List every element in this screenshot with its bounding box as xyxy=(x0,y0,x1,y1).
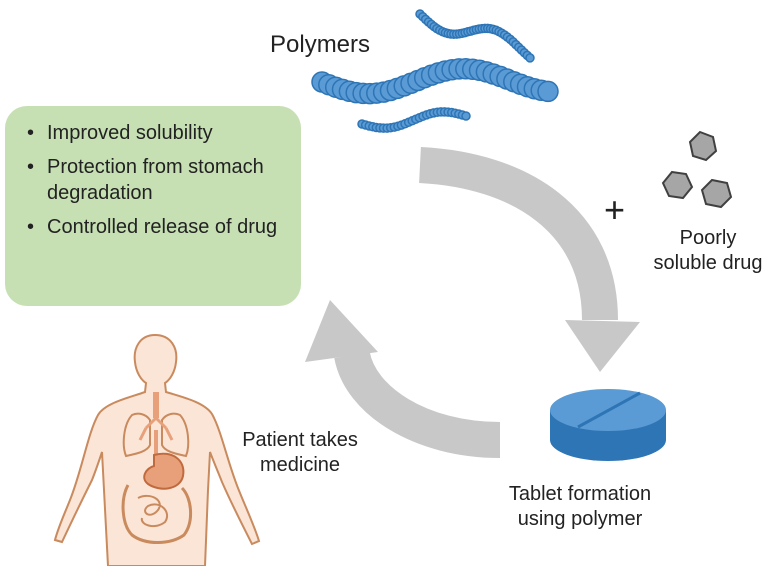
benefit-item: Protection from stomach degradation xyxy=(27,154,291,206)
tablet-formation-label: Tablet formation using polymer xyxy=(475,482,685,532)
poorly-soluble-drug-label: Poorly soluble drug xyxy=(648,226,765,276)
benefits-box: Improved solubility Protection from stom… xyxy=(5,106,301,306)
benefit-item: Controlled release of drug xyxy=(27,214,291,240)
tablet-formation-label-line1: Tablet formation xyxy=(508,483,652,505)
poorly-soluble-drug-label-line2: soluble drug xyxy=(653,252,763,274)
polymers-label: Polymers xyxy=(270,31,371,58)
patient-takes-medicine-label-line2: medicine xyxy=(259,454,341,476)
polymer-chain-icon xyxy=(311,9,559,133)
polymer-bead xyxy=(525,53,535,63)
tablet-formation-label-line2: using polymer xyxy=(517,508,643,530)
benefits-list: Improved solubility Protection from stom… xyxy=(27,120,291,240)
tablet-icon xyxy=(550,389,666,461)
cycle-arrow-left xyxy=(305,300,501,458)
plus-sign: + xyxy=(604,189,626,230)
cycle-arrow-right xyxy=(418,147,640,372)
poorly-soluble-drug-label-line1: Poorly xyxy=(679,227,737,249)
polymer-bead xyxy=(461,111,471,121)
benefit-item: Improved solubility xyxy=(27,120,291,146)
patient-takes-medicine-label: Patient takes medicine xyxy=(225,428,375,478)
hexagon-crystal-icon xyxy=(661,130,733,209)
polymer-bead xyxy=(537,80,559,103)
human-body-icon xyxy=(53,333,261,566)
patient-takes-medicine-label-line1: Patient takes xyxy=(242,429,358,451)
